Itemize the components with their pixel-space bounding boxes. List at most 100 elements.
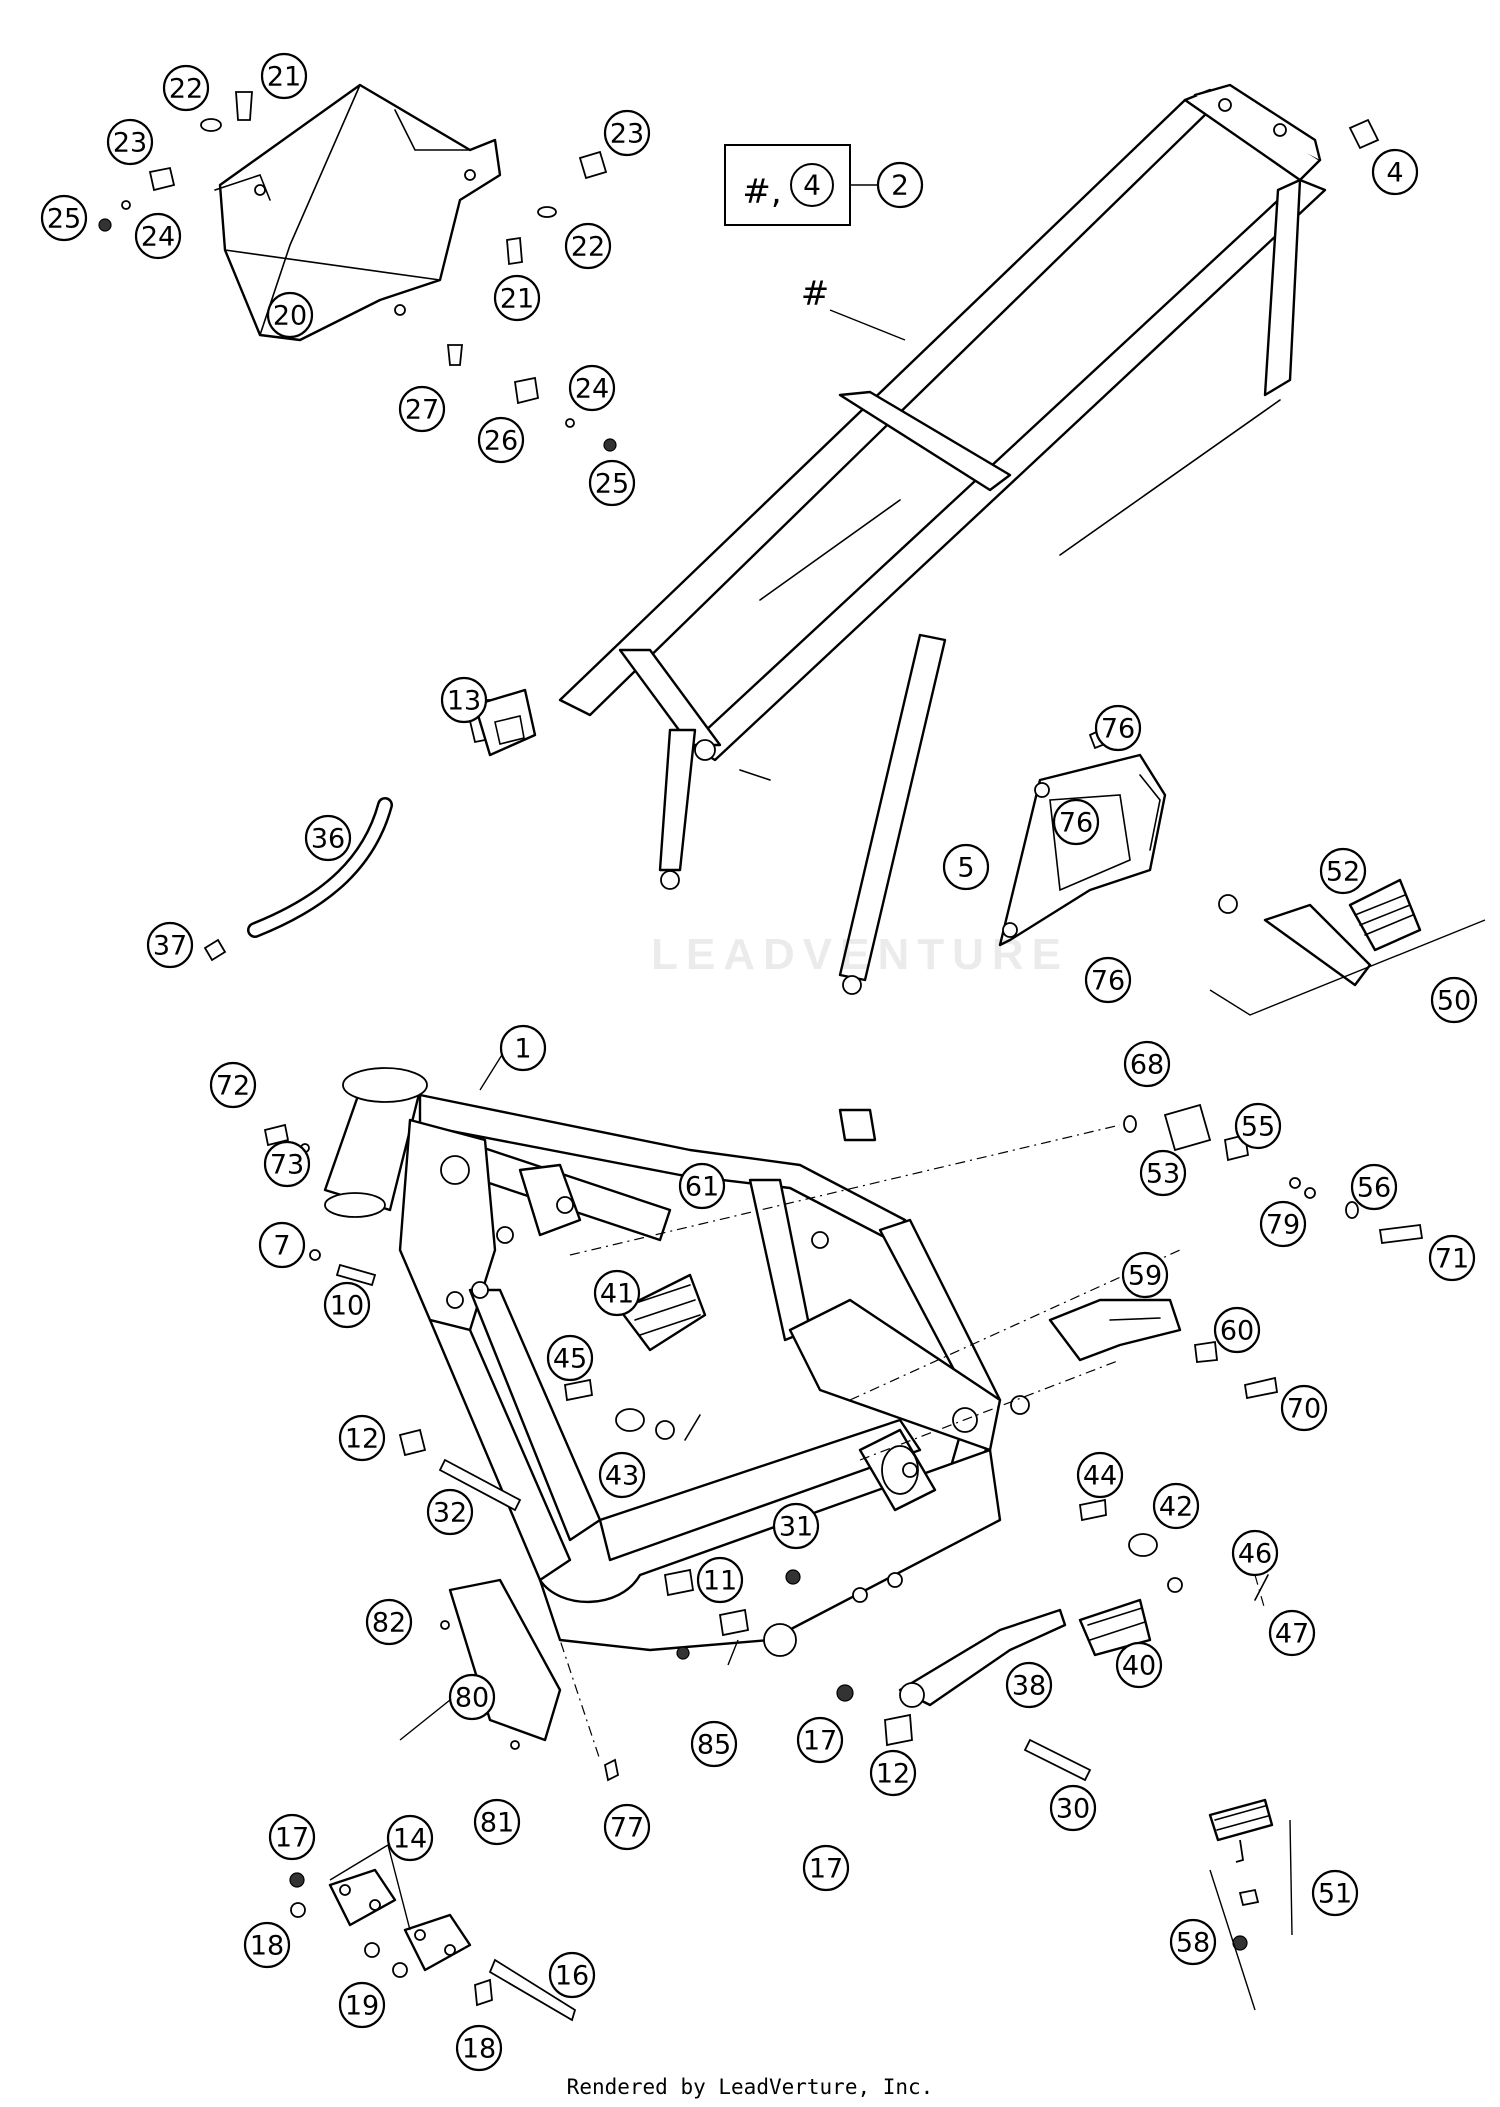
callout-17: 17 [802, 1844, 850, 1892]
callout-number: 23 [610, 119, 644, 150]
front-frame-hardware [263, 1123, 522, 1512]
callout-4: 4 [1371, 148, 1419, 196]
callout-circle [1152, 1482, 1200, 1530]
callout-circle [1268, 1609, 1316, 1657]
assembly-hash: #, [742, 172, 781, 212]
callout-number: 72 [216, 1071, 250, 1102]
callout-72: 72 [209, 1061, 257, 1109]
callout-26: 26 [477, 416, 525, 464]
callout-80: 80 [448, 1673, 496, 1721]
callout-circle [473, 1798, 521, 1846]
callout-circle [398, 385, 446, 433]
footer-credit: Rendered by LeadVerture, Inc. [566, 2075, 934, 2099]
callout-61: 61 [678, 1162, 726, 1210]
callout-number: 30 [1056, 1794, 1090, 1825]
callout-12: 12 [869, 1749, 917, 1797]
callout-number: 44 [1083, 1461, 1117, 1492]
callout-20: 20 [266, 291, 314, 339]
callout-21: 21 [493, 274, 541, 322]
callout-47: 47 [1268, 1609, 1316, 1657]
callout-number: 61 [685, 1172, 719, 1203]
callout-circle [266, 291, 314, 339]
callout-number: 36 [311, 824, 345, 855]
callout-44: 44 [1076, 1451, 1124, 1499]
breather-hose [203, 797, 393, 962]
callout-16: 16 [548, 1951, 596, 1999]
callout-number: 13 [447, 686, 481, 717]
callout-5: 5 [942, 843, 990, 891]
callout-circle [134, 212, 182, 260]
callout-circle [146, 921, 194, 969]
callout-circle [258, 1221, 306, 1269]
callout-number: 42 [1159, 1492, 1193, 1523]
callout-circle [772, 1502, 820, 1550]
assembly-num: 2 [891, 169, 909, 202]
callout-70: 70 [1280, 1384, 1328, 1432]
callout-10: 10 [323, 1281, 371, 1329]
callout-number: 23 [113, 128, 147, 159]
callout-circle [40, 194, 88, 242]
callout-79: 79 [1259, 1200, 1307, 1248]
callout-81: 81 [473, 1798, 521, 1846]
callout-circle [1049, 1784, 1097, 1832]
callout-number: 58 [1176, 1928, 1210, 1959]
callout-circle [546, 1334, 594, 1382]
callout-circle [162, 64, 210, 112]
callout-32: 32 [426, 1488, 474, 1536]
callout-number: 14 [393, 1824, 427, 1855]
callout-46: 46 [1231, 1529, 1279, 1577]
callout-36: 36 [304, 814, 352, 862]
callout-circle [440, 676, 488, 724]
callout-number: 32 [433, 1498, 467, 1529]
callout-number: 27 [405, 395, 439, 426]
callout-73: 73 [263, 1140, 311, 1188]
callout-number: 41 [600, 1279, 634, 1310]
callout-circle [598, 1451, 646, 1499]
callout-circle [568, 364, 616, 412]
assembly-ref: 4 [803, 169, 821, 202]
callout-11: 11 [696, 1556, 744, 1604]
callout-circle [323, 1281, 371, 1329]
callout-number: 24 [141, 222, 175, 253]
callout-circle [426, 1488, 474, 1536]
brake-pedal [898, 1498, 1269, 1708]
watermark: LEADVENTURE [650, 930, 1070, 979]
callout-number: 25 [595, 469, 629, 500]
callout-circle [1428, 1234, 1476, 1282]
chain-block [473, 688, 537, 757]
callout-circle [243, 1921, 291, 1969]
skid-plate-hardware [98, 91, 617, 452]
callout-circle [942, 843, 990, 891]
callout-number: 76 [1059, 808, 1093, 839]
callout-number: 12 [345, 1424, 379, 1455]
callout-circle [209, 1061, 257, 1109]
callout-18: 18 [243, 1921, 291, 1969]
callout-circle [548, 1951, 596, 1999]
callout-circle [499, 1024, 547, 1072]
callout-number: 17 [809, 1854, 843, 1885]
callout-circle [365, 1598, 413, 1646]
callout-circle [1084, 956, 1132, 1004]
callout-circle [477, 416, 525, 464]
callout-circle [1005, 1661, 1053, 1709]
callout-number: 47 [1275, 1619, 1309, 1650]
callout-circle [1076, 1451, 1124, 1499]
callout-number: 10 [330, 1291, 364, 1322]
callout-23: 23 [603, 109, 651, 157]
callout-circle [1231, 1529, 1279, 1577]
callout-circle [338, 1414, 386, 1462]
callout-number: 46 [1238, 1539, 1272, 1570]
callout-circle [338, 1981, 386, 2029]
callout-circle [1371, 148, 1419, 196]
callout-number: 17 [275, 1823, 309, 1854]
callout-59: 59 [1121, 1251, 1169, 1299]
callout-circle [1139, 1149, 1187, 1197]
callout-circle [796, 1716, 844, 1764]
callout-14: 14 [386, 1814, 434, 1862]
callout-circle [869, 1749, 917, 1797]
callout-number: 4 [1386, 158, 1403, 189]
callout-21: 21 [260, 52, 308, 100]
callout-number: 79 [1266, 1210, 1300, 1241]
callout-bubbles: 1457101112121314161717171818192021212222… [40, 52, 1478, 2072]
